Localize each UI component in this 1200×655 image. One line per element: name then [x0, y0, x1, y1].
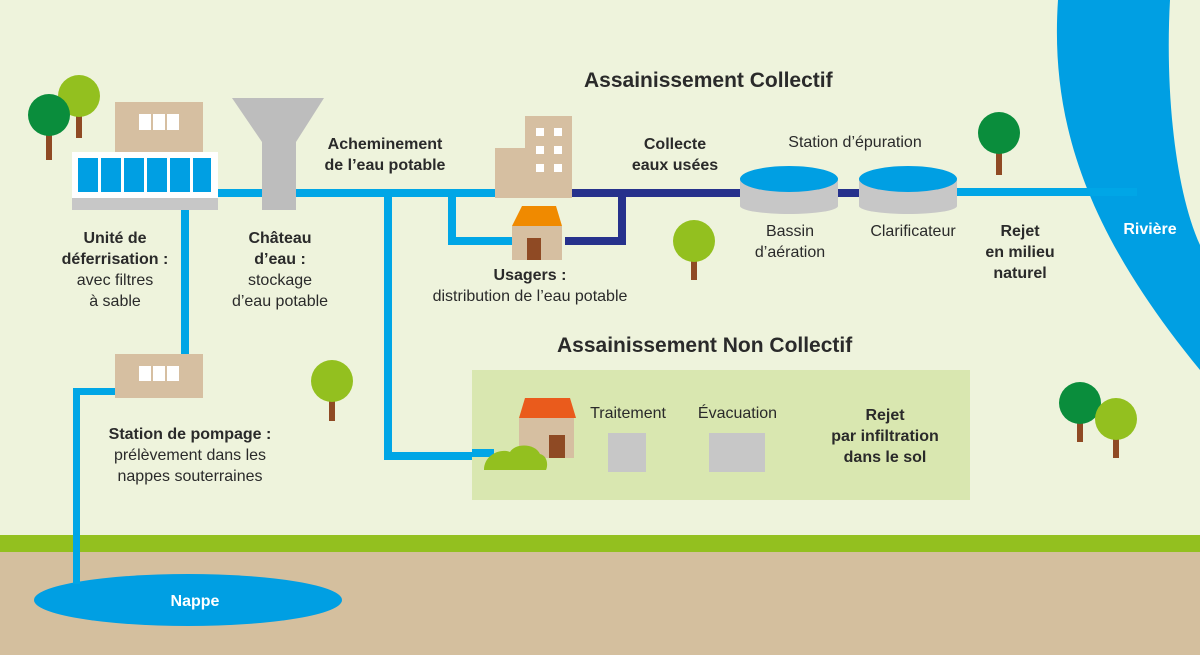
pumping-station [115, 354, 203, 398]
label-line: Bassin [765, 223, 815, 240]
nappe-aquifer [34, 574, 342, 626]
label-riviere: Rivière [1123, 221, 1177, 238]
label-station-epuration: Station d’épuration [788, 134, 922, 151]
label-line: Château [248, 230, 312, 247]
tree-icon [28, 94, 70, 160]
label-line: Rejet [1000, 223, 1040, 240]
label-rejet-naturel: Rejet en milieu naturel [970, 221, 1070, 284]
label-line: stockage [247, 272, 313, 289]
label-chateau: Château d’eau : stockage d’eau potable [210, 228, 350, 312]
label-line: naturel [993, 265, 1047, 282]
label-line: en milieu [985, 244, 1055, 261]
label-line: Unité de [83, 230, 147, 247]
label-line: à sable [89, 293, 141, 310]
river [1056, 0, 1200, 370]
label-deferrisation: Unité de déferrisation : avec filtres à … [40, 228, 190, 312]
tree-icon [1095, 398, 1137, 458]
grass-strip [0, 535, 1200, 552]
user-house [512, 206, 562, 260]
label-traitement: Traitement [590, 405, 666, 422]
nc-left-pipe [472, 449, 494, 457]
apartment-building [495, 116, 572, 198]
label-line: Station de pompage : [108, 426, 272, 443]
aeration-basin [740, 166, 838, 214]
label-nappe: Nappe [170, 593, 220, 610]
title-non-collectif: Assainissement Non Collectif [557, 334, 853, 357]
label-line: eaux usées [631, 157, 719, 174]
label-evacuation: Évacuation [697, 405, 778, 422]
label-clarificateur: Clarificateur [870, 223, 956, 240]
water-tower [232, 98, 324, 210]
clarifier-basin [859, 166, 957, 214]
tree-icon [978, 112, 1020, 175]
title-collectif: Assainissement Collectif [584, 69, 833, 92]
label-acheminement: Acheminement de l’eau potable [310, 134, 460, 176]
label-line: prélèvement dans les [113, 447, 267, 464]
label-line: avec filtres [76, 272, 154, 289]
tree-icon [58, 75, 100, 138]
label-line: Acheminement [327, 136, 443, 153]
label-line: d’eau potable [231, 293, 329, 310]
label-line: Rejet [865, 407, 905, 424]
label-line: Collecte [643, 136, 707, 153]
tree-icon [311, 360, 353, 421]
bush [484, 445, 548, 470]
deferrisation-unit [72, 102, 218, 210]
label-line: distribution de l’eau potable [432, 288, 628, 305]
label-line: par infiltration [831, 428, 939, 445]
label-bassin: Bassin d’aération [740, 221, 840, 263]
tree-icon [673, 220, 715, 280]
label-line: déferrisation : [61, 251, 169, 268]
label-line: nappes souterraines [117, 468, 263, 485]
treatment-tank [608, 433, 646, 472]
tree-icon [1059, 382, 1101, 442]
label-line: dans le sol [843, 449, 927, 466]
label-line: d’eau : [254, 251, 306, 268]
label-line: Usagers : [493, 267, 567, 284]
label-pompage: Station de pompage : prélèvement dans le… [85, 424, 295, 487]
label-line: d’aération [754, 244, 826, 261]
label-rejet-infiltration: Rejet par infiltration dans le sol [815, 405, 955, 468]
label-collecte: Collecte eaux usées [620, 134, 730, 176]
label-line: de l’eau potable [324, 157, 446, 174]
evacuation-tank [709, 433, 765, 472]
label-usagers: Usagers : distribution de l’eau potable [410, 265, 650, 307]
